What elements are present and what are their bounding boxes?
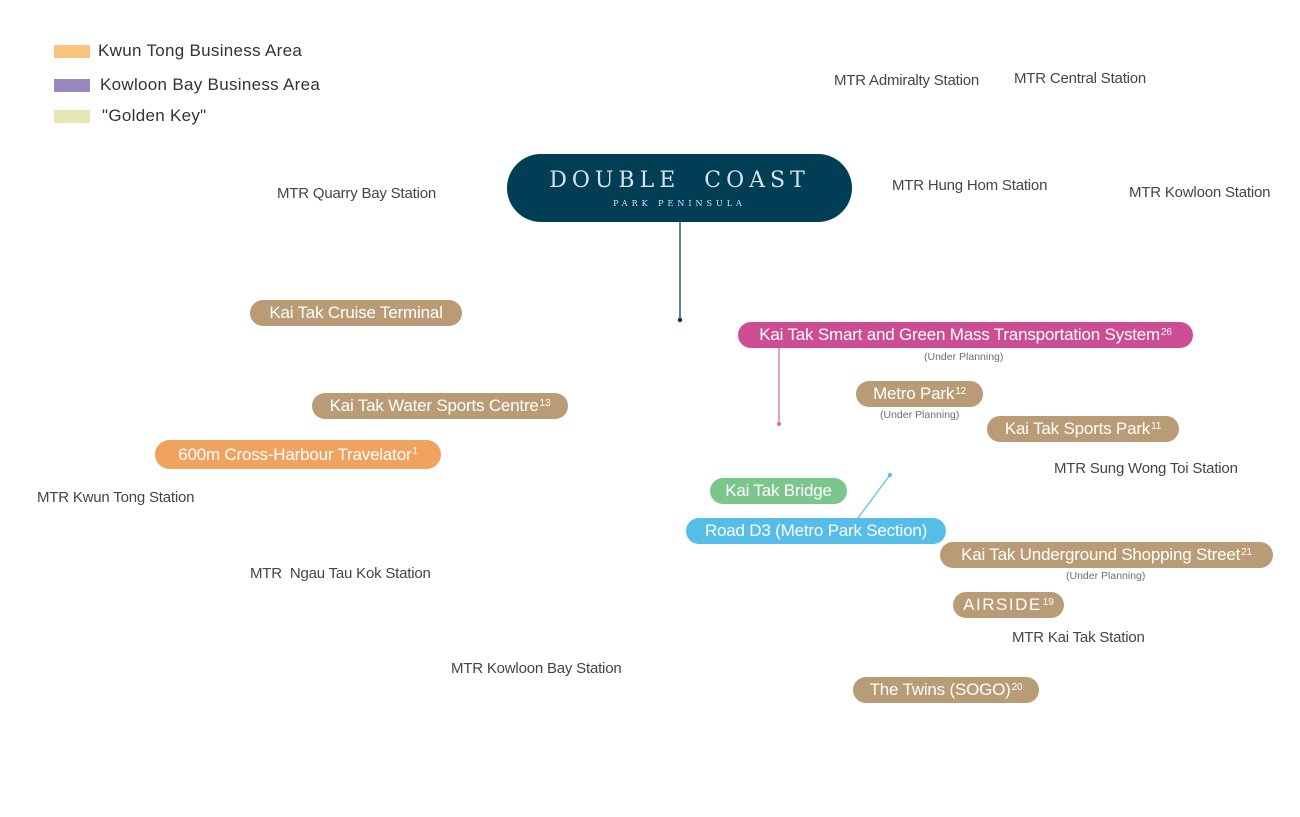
station-kowloon-bay: MTR Kowloon Bay Station <box>451 660 622 677</box>
footnote-ref: 12 <box>955 385 966 397</box>
landmark-label: Kai Tak Sports Park <box>1004 419 1151 438</box>
landmark-label: Kai Tak Bridge <box>725 481 832 500</box>
footnote-ref: 20 <box>1011 681 1023 693</box>
footnote-ref: 21 <box>1241 546 1252 558</box>
landmark-label: AIRSIDE <box>963 595 1042 614</box>
station-ngau-tau-kok: MTR Ngau Tau Kok Station <box>250 565 431 582</box>
footnote-ref: 13 <box>539 397 551 409</box>
landmark-label: Kai Tak Smart and Green Mass Transportat… <box>759 325 1160 344</box>
brand-subtitle: PARK PENINSULA <box>613 199 746 208</box>
station-sung-wong-toi: MTR Sung Wong Toi Station <box>1054 460 1238 477</box>
legend-item-kwun-tong: Kwun Tong Business Area <box>54 41 302 61</box>
legend-label: Kowloon Bay Business Area <box>100 75 321 94</box>
legend-swatch <box>54 78 90 92</box>
road-connector-line <box>857 474 891 519</box>
footnote-ref: 1 <box>412 446 418 457</box>
double-coast-brand-badge[interactable]: DOUBLE COAST PARK PENINSULA <box>507 154 852 222</box>
landmark-label: Kai Tak Underground Shopping Street <box>961 545 1241 564</box>
legend-label: Kwun Tong Business Area <box>98 41 303 60</box>
under-planning-note: (Under Planning) <box>880 409 960 421</box>
road-connector-dot <box>888 473 892 477</box>
legend-item-kowloon-bay: Kowloon Bay Business Area <box>54 75 320 95</box>
landmark-road-d3[interactable]: Road D3 (Metro Park Section) <box>686 518 946 544</box>
station-kowloon: MTR Kowloon Station <box>1129 184 1271 201</box>
footnote-ref: 11 <box>1151 420 1162 432</box>
station-kwun-tong: MTR Kwun Tong Station <box>37 489 195 506</box>
under-planning-note: (Under Planning) <box>1066 570 1146 582</box>
brand-connector-dot <box>677 317 683 323</box>
landmark-label: Metro Park <box>873 384 955 403</box>
footnote-ref: 26 <box>1160 326 1172 338</box>
station-hung-hom: MTR Hung Hom Station <box>892 177 1048 194</box>
brand-title: DOUBLE COAST <box>549 168 810 193</box>
station-quarry-bay: MTR Quarry Bay Station <box>277 185 436 202</box>
station-central: MTR Central Station <box>1014 70 1147 87</box>
landmark-kai-tak-bridge[interactable]: Kai Tak Bridge <box>710 478 847 504</box>
station-admiralty: MTR Admiralty Station <box>834 72 980 89</box>
legend-item-golden-key: "Golden Key" <box>54 106 207 126</box>
footnote-ref: 19 <box>1042 596 1054 608</box>
legend-swatch <box>54 109 90 123</box>
landmark-mass-transportation-system[interactable]: Kai Tak Smart and Green Mass Transportat… <box>738 322 1193 348</box>
transport-connector-dot <box>777 422 781 426</box>
landmark-label: 600m Cross-Harbour Travelator <box>178 444 412 464</box>
station-kai-tak: MTR Kai Tak Station <box>1012 629 1145 646</box>
landmark-label: Kai Tak Cruise Terminal <box>269 303 443 322</box>
under-planning-note: (Under Planning) <box>924 351 1004 363</box>
landmark-label: Kai Tak Water Sports Centre <box>329 396 539 415</box>
legend-label: "Golden Key" <box>102 106 207 125</box>
landmark-label: The Twins (SOGO) <box>869 680 1011 699</box>
legend-swatch <box>54 44 90 58</box>
landmark-kai-tak-cruise-terminal[interactable]: Kai Tak Cruise Terminal <box>250 300 462 326</box>
landmark-label: Road D3 (Metro Park Section) <box>704 521 928 540</box>
landmark-the-twins-sogo[interactable]: The Twins (SOGO)20 <box>853 677 1039 703</box>
